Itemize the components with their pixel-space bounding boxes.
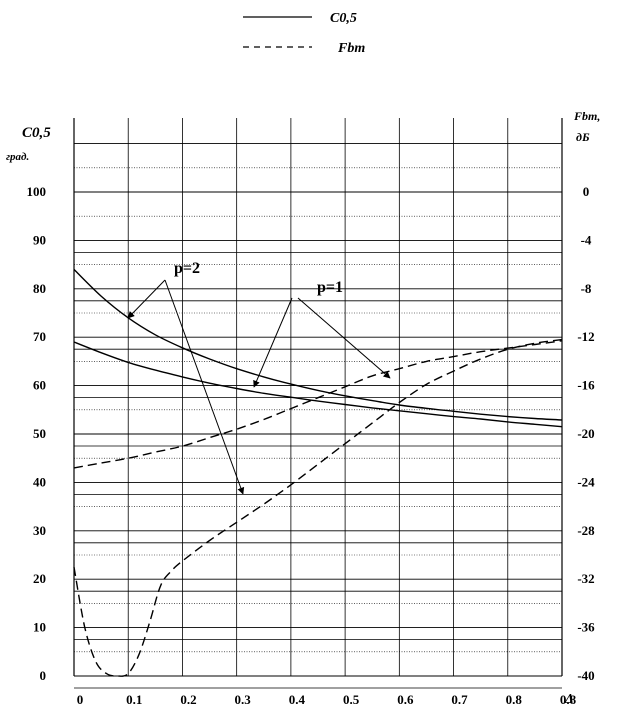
y-right-tick-label: -40: [577, 668, 594, 683]
y-right-tick-label: -4: [581, 232, 592, 247]
annotation-p1-arrow-1: [253, 297, 293, 388]
legend-solid-label: C0,5: [330, 11, 357, 26]
legend: C0,5 Fbm: [243, 11, 365, 56]
y-left-tick-label: 0: [40, 668, 47, 683]
y-left-tick-label: 50: [33, 426, 46, 441]
y-right-tick-label: -24: [577, 474, 595, 489]
series-line-2: [73, 341, 563, 428]
x-tick-label: 0.4: [289, 692, 306, 707]
series-line-1: [73, 268, 563, 421]
y-right-tick-label: -8: [581, 281, 592, 296]
y-right-tick-labels: 0 -4 -8 -12 -16 -20 -24 -28 -32 -36 -40: [577, 184, 595, 683]
annotation-p1-label: p=1: [317, 279, 343, 296]
y-right-tick-label: -28: [577, 523, 595, 538]
y-right-axis-unit: дБ: [576, 130, 590, 144]
y-left-tick-label: 70: [33, 329, 46, 344]
x-tick-label: 0.1: [126, 692, 142, 707]
x-tick-label: 0.7: [451, 692, 468, 707]
y-left-tick-label: 10: [33, 620, 46, 635]
legend-dashed-label: Fbm: [337, 41, 365, 56]
y-left-tick-label: 20: [33, 571, 46, 586]
y-left-tick-label: 40: [33, 474, 46, 489]
annotation-p2-arrow-1: [127, 279, 166, 319]
y-right-tick-label: -20: [577, 426, 594, 441]
y-left-tick-label: 80: [33, 281, 46, 296]
y-right-tick-label: 0: [583, 184, 590, 199]
y-right-axis-title: Fbm,: [573, 109, 600, 123]
x-axis-title: Δ: [564, 692, 574, 707]
x-tick-label: 0.8: [506, 692, 523, 707]
annotation-p2-label: p=2: [174, 260, 200, 277]
series-line-4: [73, 338, 563, 677]
y-left-tick-labels: 0 10 20 30 40 50 60 70 80 90 100: [27, 184, 47, 683]
x-tick-label: 0.8: [560, 692, 577, 707]
x-tick-label: 0.6: [397, 692, 414, 707]
annotation-p2: p=2: [127, 260, 245, 495]
y-left-axis-title: C0,5: [22, 125, 51, 141]
y-right-tick-label: -12: [577, 329, 594, 344]
annotation-p2-arrow-2: [164, 279, 245, 495]
y-right-tick-label: -32: [577, 571, 594, 586]
x-tick-label: 0: [77, 692, 84, 707]
annotation-p1-arrow-2: [297, 297, 391, 379]
x-tick-label: 0.5: [343, 692, 360, 707]
annotations: p=2 p=1: [127, 260, 391, 495]
y-left-tick-label: 90: [33, 232, 46, 247]
x-tick-label: 0.2: [180, 692, 196, 707]
x-tick-labels: 0 0.1 0.2 0.3 0.4 0.5 0.6 0.7 0.8 0.8: [77, 692, 577, 707]
y-left-tick-label: 60: [33, 378, 46, 393]
y-right-tick-label: -36: [577, 620, 595, 635]
y-right-tick-label: -16: [577, 378, 595, 393]
x-tick-label: 0.3: [235, 692, 252, 707]
y-left-tick-label: 30: [33, 523, 46, 538]
annotation-p1: p=1: [253, 279, 391, 388]
plot-grid: [73, 118, 563, 689]
data-series: [73, 268, 563, 677]
y-left-axis-unit: град.: [6, 151, 29, 163]
series-line-3: [73, 340, 563, 469]
y-left-tick-label: 100: [27, 184, 47, 199]
